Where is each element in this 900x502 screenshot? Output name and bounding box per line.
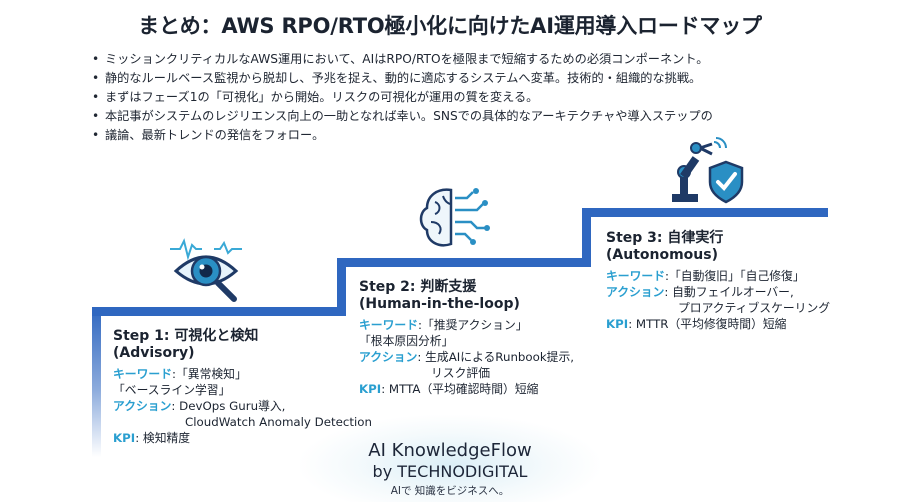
step1-keyword-label: キーワード xyxy=(113,367,172,381)
step2-kpi-value: : MTTA（平均確認時間）短縮 xyxy=(381,382,539,396)
step3-keyword-label: キーワード xyxy=(606,269,665,283)
step2-action-value-2: リスク評価 xyxy=(431,366,490,380)
step3-top-bar xyxy=(582,208,828,217)
step2-riser-bar xyxy=(337,258,346,316)
step2-card: Step 2: 判断支援 (Human-in-the-loop) キーワード:「… xyxy=(359,279,589,397)
brand-by: by TECHNODIGITAL xyxy=(372,462,528,481)
summary-bullet: 静的なルールベース監視から脱却し、予兆を捉え、動的に適応するシステムへ変革。技術… xyxy=(92,69,812,88)
step3-keyword-value: :「自動復旧」「自己修復」 xyxy=(665,269,805,283)
step1-side-bar xyxy=(92,307,101,457)
summary-bullet-continuation: 議論、最新トレンドの発信をフォロー。 xyxy=(92,126,812,145)
eye-magnifier-icon xyxy=(168,233,246,303)
step3-action-value: : 自動フェイルオーバー, xyxy=(664,285,794,299)
summary-bullet: まずはフェーズ1の「可視化」から開始。リスクの可視化が運用の質を変える。 xyxy=(92,88,812,107)
step2-keyword-label: キーワード xyxy=(359,318,418,332)
step1-keyword-value-2: 「ベースライン学習」 xyxy=(113,383,231,397)
step2-keyword-value: :「推奨アクション」 xyxy=(418,318,528,332)
robot-arm-shield-icon xyxy=(664,136,750,206)
summary-bullet: ミッションクリティカルなAWS運用において、AIはRPO/RTOを極限まで短縮す… xyxy=(92,50,812,69)
brand-block: AI KnowledgeFlow by TECHNODIGITAL AIで 知識… xyxy=(330,440,570,498)
step1-keyword-value: :「異常検知」 xyxy=(172,367,247,381)
step2-action-label: アクション xyxy=(359,350,418,364)
step3-riser-bar xyxy=(582,208,591,267)
step2-kpi-label: KPI xyxy=(359,382,382,396)
step2-top-bar xyxy=(337,258,587,267)
step2-title: Step 2: 判断支援 xyxy=(359,279,477,295)
step3-card: Step 3: 自律実行 (Autonomous) キーワード:「自動復旧」「自… xyxy=(606,230,836,332)
step2-keyword-value-2: 「根本原因分析」 xyxy=(359,334,454,348)
page-title: まとめ：AWS RPO/RTO極小化に向けたAI運用導入ロードマップ xyxy=(138,14,762,38)
step3-title: Step 3: 自律実行 xyxy=(606,230,724,246)
step1-card: Step 1: 可視化と検知 (Advisory) キーワード:「異常検知」 「… xyxy=(113,328,413,446)
step2-action-value: : 生成AIによるRunbook提示, xyxy=(417,350,575,364)
step1-kpi-value: : 検知精度 xyxy=(135,431,191,445)
step3-subtitle: (Autonomous) xyxy=(606,247,718,263)
step1-title: Step 1: 可視化と検知 xyxy=(113,328,259,344)
step1-kpi-label: KPI xyxy=(113,431,136,445)
brand-glow xyxy=(300,415,600,502)
step1-action-label: アクション xyxy=(113,399,172,413)
step2-subtitle: (Human-in-the-loop) xyxy=(359,296,520,312)
step3-kpi-value: : MTTR（平均修復時間）短縮 xyxy=(628,317,787,331)
summary-bullet-list: ミッションクリティカルなAWS運用において、AIはRPO/RTOを極限まで短縮す… xyxy=(92,50,812,145)
step1-top-bar xyxy=(92,307,340,316)
brand-tagline: AIで 知識をビジネスへ。 xyxy=(390,485,510,497)
step1-action-value: : DevOps Guru導入, xyxy=(171,399,286,413)
brand-name: AI KnowledgeFlow xyxy=(368,440,532,461)
brain-circuit-icon xyxy=(415,182,495,254)
step3-kpi-label: KPI xyxy=(606,317,629,331)
step1-subtitle: (Advisory) xyxy=(113,345,195,361)
step3-action-value-2: プロアクティブスケーリング xyxy=(678,301,831,315)
step3-action-label: アクション xyxy=(606,285,665,299)
summary-bullet: 本記事がシステムのレジリエンス向上の一助となれば幸い。SNSでの具体的なアーキテ… xyxy=(92,107,812,126)
